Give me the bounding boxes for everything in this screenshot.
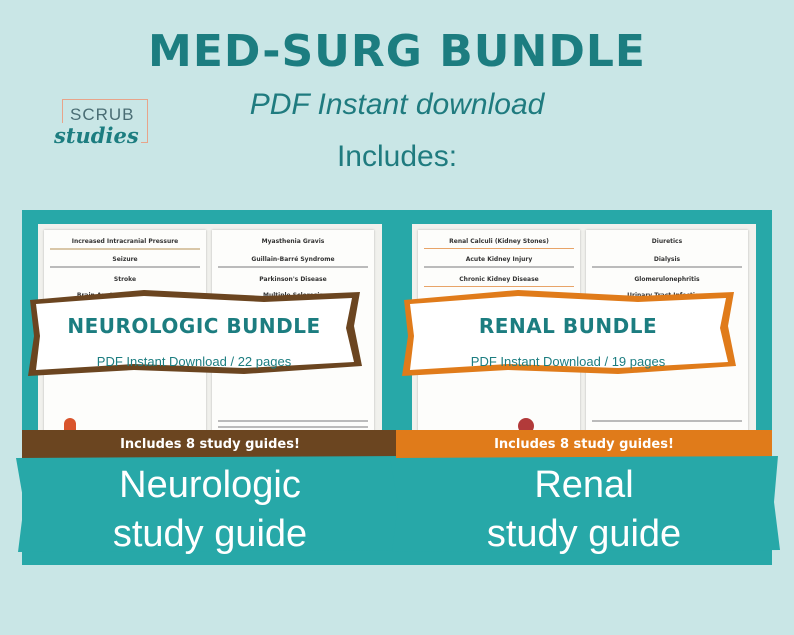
- doc-heading: Parkinson's Disease: [259, 276, 327, 283]
- brush-shape: [16, 456, 406, 552]
- doc-heading: Guillain-Barré Syndrome: [251, 256, 335, 263]
- includes-label: Includes:: [336, 140, 458, 173]
- renal-bundle-card[interactable]: Renal Calculi (Kidney Stones) Acute Kidn…: [390, 210, 780, 565]
- doc-heading: Renal Calculi (Kidney Stones): [449, 238, 549, 245]
- doc-text-line: [424, 266, 574, 268]
- doc-heading: Glomerulonephritis: [634, 276, 700, 283]
- doc-text-line: [592, 420, 742, 422]
- doc-rule: [424, 248, 574, 249]
- brush-stroke: [12, 454, 408, 554]
- doc-text-line: [218, 426, 368, 428]
- bundle-title: RENAL BUNDLE: [478, 314, 658, 338]
- study-guide-count-banner: Includes 8 study guides!: [22, 430, 398, 460]
- page-subtitle: PDF Instant download: [249, 88, 545, 121]
- doc-heading: Stroke: [113, 276, 137, 283]
- doc-text-line: [218, 266, 368, 268]
- doc-rule: [424, 286, 574, 287]
- guide-label-line2: study guide: [486, 513, 682, 555]
- neurologic-bundle-card[interactable]: Increased Intracranial Pressure Seizure …: [16, 210, 406, 565]
- doc-heading: Seizure: [112, 256, 138, 263]
- doc-text-line: [218, 420, 368, 422]
- guide-label-line1: Neurologic: [119, 464, 301, 506]
- study-guide-count-banner: Includes 8 study guides!: [396, 430, 772, 460]
- page-title: MED-SURG BUNDLE: [148, 26, 646, 77]
- bundle-title: NEUROLOGIC BUNDLE: [67, 314, 321, 338]
- doc-heading: Myasthenia Gravis: [261, 238, 325, 245]
- wood-sign-shape: [402, 290, 736, 376]
- doc-rule: [50, 248, 200, 250]
- bundle-sign: RENAL BUNDLE PDF Instant Download / 19 p…: [398, 286, 738, 378]
- logo-scrub-text: SCRUB: [70, 105, 135, 124]
- wood-sign-shape: [28, 290, 362, 376]
- brush-stroke: [386, 454, 782, 554]
- doc-heading: Dialysis: [653, 256, 681, 263]
- guide-label-line2: study guide: [112, 513, 308, 555]
- doc-heading: Increased Intracranial Pressure: [71, 238, 179, 245]
- doc-text-line: [50, 266, 200, 268]
- guide-label-line1: Renal: [534, 464, 634, 506]
- doc-heading: Acute Kidney Injury: [465, 256, 533, 263]
- logo-studies-text: studies: [52, 123, 141, 148]
- brush-shape: [390, 456, 780, 552]
- bundle-subtitle: PDF Instant Download / 22 pages: [96, 354, 292, 369]
- doc-text-line: [592, 266, 742, 268]
- bundle-subtitle: PDF Instant Download / 19 pages: [470, 354, 666, 369]
- doc-heading: Chronic Kidney Disease: [459, 276, 539, 283]
- doc-heading: Diuretics: [651, 238, 683, 245]
- scrub-studies-logo: SCRUB studies: [52, 99, 154, 157]
- bundle-sign: NEUROLOGIC BUNDLE PDF Instant Download /…: [24, 286, 364, 378]
